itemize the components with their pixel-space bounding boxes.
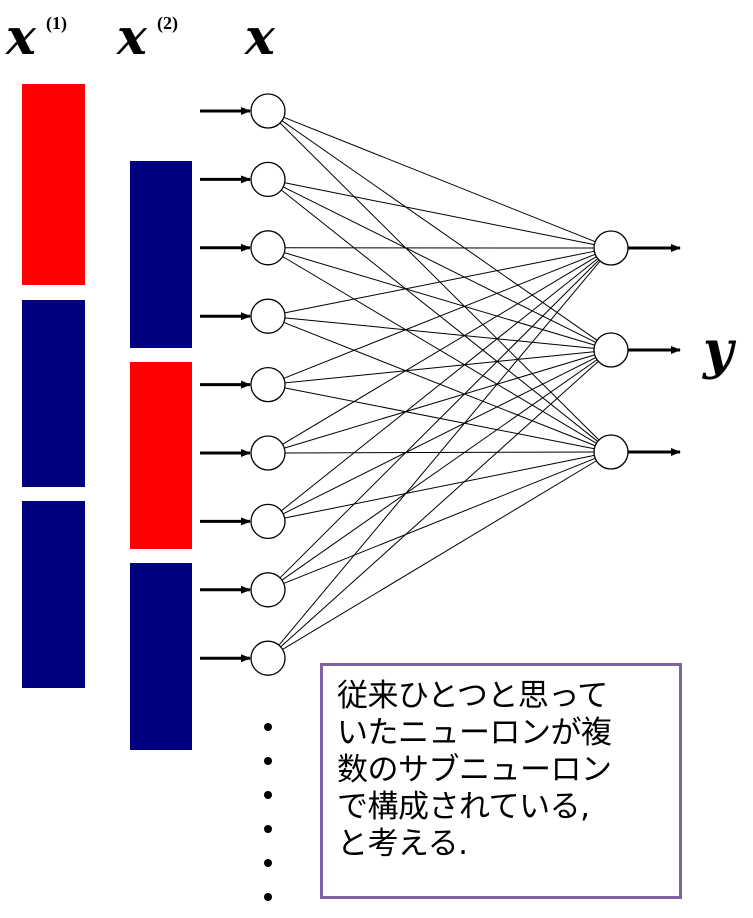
edge <box>284 182 595 246</box>
x-label: x <box>244 7 276 66</box>
edge <box>282 256 597 444</box>
edge <box>283 457 596 584</box>
output-node <box>593 230 629 266</box>
output-node <box>593 434 629 470</box>
note-line: 数のサブニューロン <box>337 752 612 788</box>
input-layer <box>250 93 286 676</box>
note-line: で構成されている, <box>337 789 590 825</box>
x1-segment-red <box>22 84 85 285</box>
edge <box>281 120 598 341</box>
input-node <box>250 366 286 403</box>
x2-segment-blue <box>130 563 192 750</box>
ellipsis-dot <box>264 825 272 833</box>
ellipsis-dot <box>264 893 272 901</box>
edge <box>278 260 601 646</box>
note-line: と考える. <box>337 826 468 862</box>
edge <box>280 189 599 442</box>
x1-segment-blue <box>22 300 85 487</box>
note-line: いたニューロンが複 <box>337 715 612 751</box>
x1-superscript: (1) <box>46 13 67 34</box>
x1-label: x <box>5 7 37 66</box>
ellipsis-dot <box>264 757 272 765</box>
input-node <box>250 298 286 334</box>
ellipsis-dot <box>264 859 272 867</box>
x1-segment-blue <box>22 501 85 688</box>
input-node <box>250 572 286 608</box>
edge <box>281 359 598 581</box>
edge <box>284 252 595 346</box>
x2-superscript: (2) <box>157 13 178 34</box>
note-box: 従来ひとつと思って いたニューロンが複 数のサブニューロン で構成されている, … <box>320 663 682 899</box>
edge <box>284 351 595 384</box>
edge <box>284 454 595 519</box>
edge <box>279 259 600 579</box>
edge <box>282 256 597 445</box>
x2-vector <box>130 161 192 750</box>
note-line: 従来ひとつと思って <box>337 678 608 714</box>
edge <box>282 357 597 515</box>
edge <box>282 186 597 343</box>
edge <box>283 116 596 243</box>
edge <box>282 460 597 650</box>
input-node <box>250 230 286 266</box>
edge <box>284 317 595 349</box>
edge <box>284 354 595 449</box>
edge <box>283 253 596 379</box>
edge <box>279 122 600 441</box>
input-node <box>250 640 286 676</box>
x2-segment-red <box>130 362 192 549</box>
output-node <box>593 332 629 368</box>
edge <box>280 360 599 648</box>
output-arrows <box>628 244 681 456</box>
input-node <box>250 435 286 471</box>
input-node <box>250 93 286 129</box>
edge <box>280 258 599 512</box>
y-label: y <box>702 320 737 381</box>
output-layer <box>593 230 629 470</box>
connection-edges <box>278 116 601 650</box>
ellipsis-dot <box>264 723 272 731</box>
input-node <box>250 503 286 540</box>
ellipsis-dot <box>264 791 272 799</box>
edge <box>284 250 595 314</box>
input-node <box>250 161 286 198</box>
x2-segment-blue <box>130 161 192 348</box>
x1-vector <box>22 84 85 688</box>
continuation-dots <box>264 723 272 901</box>
x2-label: x <box>116 7 148 66</box>
input-arrows <box>200 107 251 663</box>
